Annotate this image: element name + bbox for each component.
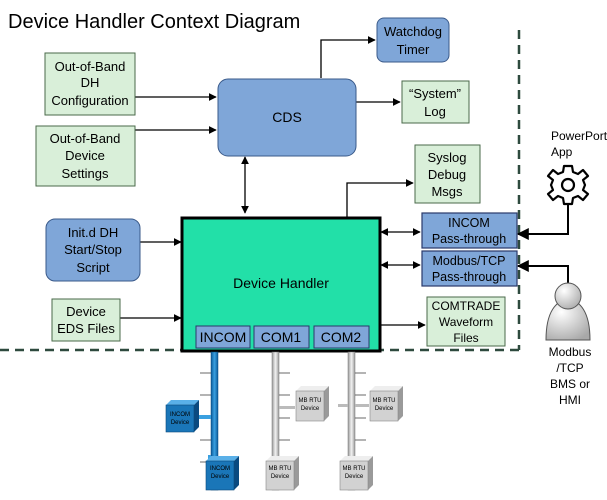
person-icon <box>545 282 591 341</box>
port-com2: COM2 <box>313 325 370 349</box>
svg-text:INCOM: INCOM <box>200 329 247 345</box>
port-com1: COM1 <box>253 325 310 349</box>
port-incom: INCOM <box>195 325 251 349</box>
svg-text:Device Handler: Device Handler <box>233 275 329 291</box>
svg-text:“System”Log: “System”Log <box>409 86 461 119</box>
gear-icon <box>546 164 590 206</box>
svg-text:COM1: COM1 <box>261 329 302 345</box>
svg-text:COM2: COM2 <box>321 329 362 345</box>
svg-text:CDS: CDS <box>272 109 302 125</box>
device-links <box>195 404 369 463</box>
box-system-log: “System”Log <box>401 80 470 124</box>
bus-ticks <box>200 372 366 463</box>
box-cds: CDS <box>217 78 357 157</box>
connectors <box>120 36 569 329</box>
page-title: Device Handler Context Diagram <box>8 11 300 33</box>
